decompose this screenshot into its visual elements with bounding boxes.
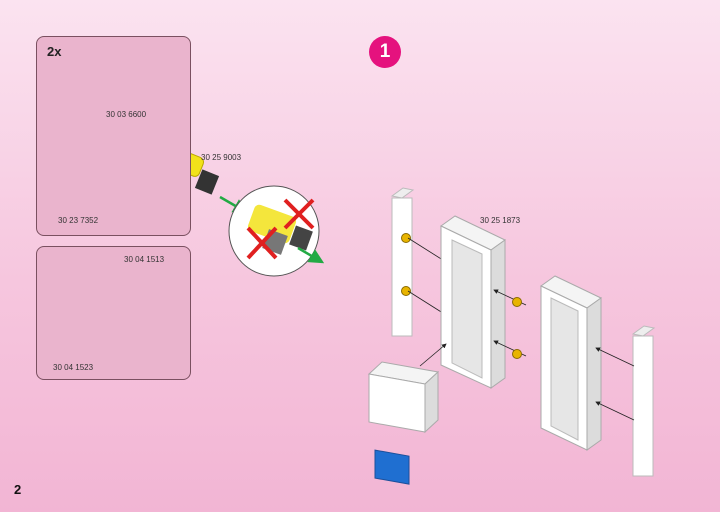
detail-panel-drawer: 30 04 1513 30 04 1523 <box>36 246 191 380</box>
quantity-label: 2x <box>47 44 62 59</box>
part-number-cabinet: 30 25 1873 <box>480 216 521 225</box>
rail-right <box>631 325 656 477</box>
part-number-rail: 30 23 7352 <box>58 216 99 225</box>
part-number-drawer: 30 04 1523 <box>53 363 94 372</box>
part-number-frame: 30 04 1513 <box>124 255 165 264</box>
part-number-screw: 30 03 6600 <box>106 110 147 119</box>
cabinet-front <box>440 215 506 389</box>
page-number: 2 <box>14 482 22 497</box>
screw-icon <box>512 297 522 307</box>
drawer-box <box>367 361 440 485</box>
part-number-connector: 30 25 9003 <box>201 153 242 162</box>
detail-panel-rail: 2x 30 03 6600 30 23 7352 <box>36 36 191 236</box>
cabinet-back <box>540 275 602 451</box>
zoom-detail <box>228 185 325 277</box>
screw-icon <box>512 349 522 359</box>
step-number-badge: 1 <box>369 36 401 68</box>
screw-icon <box>401 233 411 243</box>
rail-left <box>390 187 415 337</box>
screw-icon <box>401 286 411 296</box>
